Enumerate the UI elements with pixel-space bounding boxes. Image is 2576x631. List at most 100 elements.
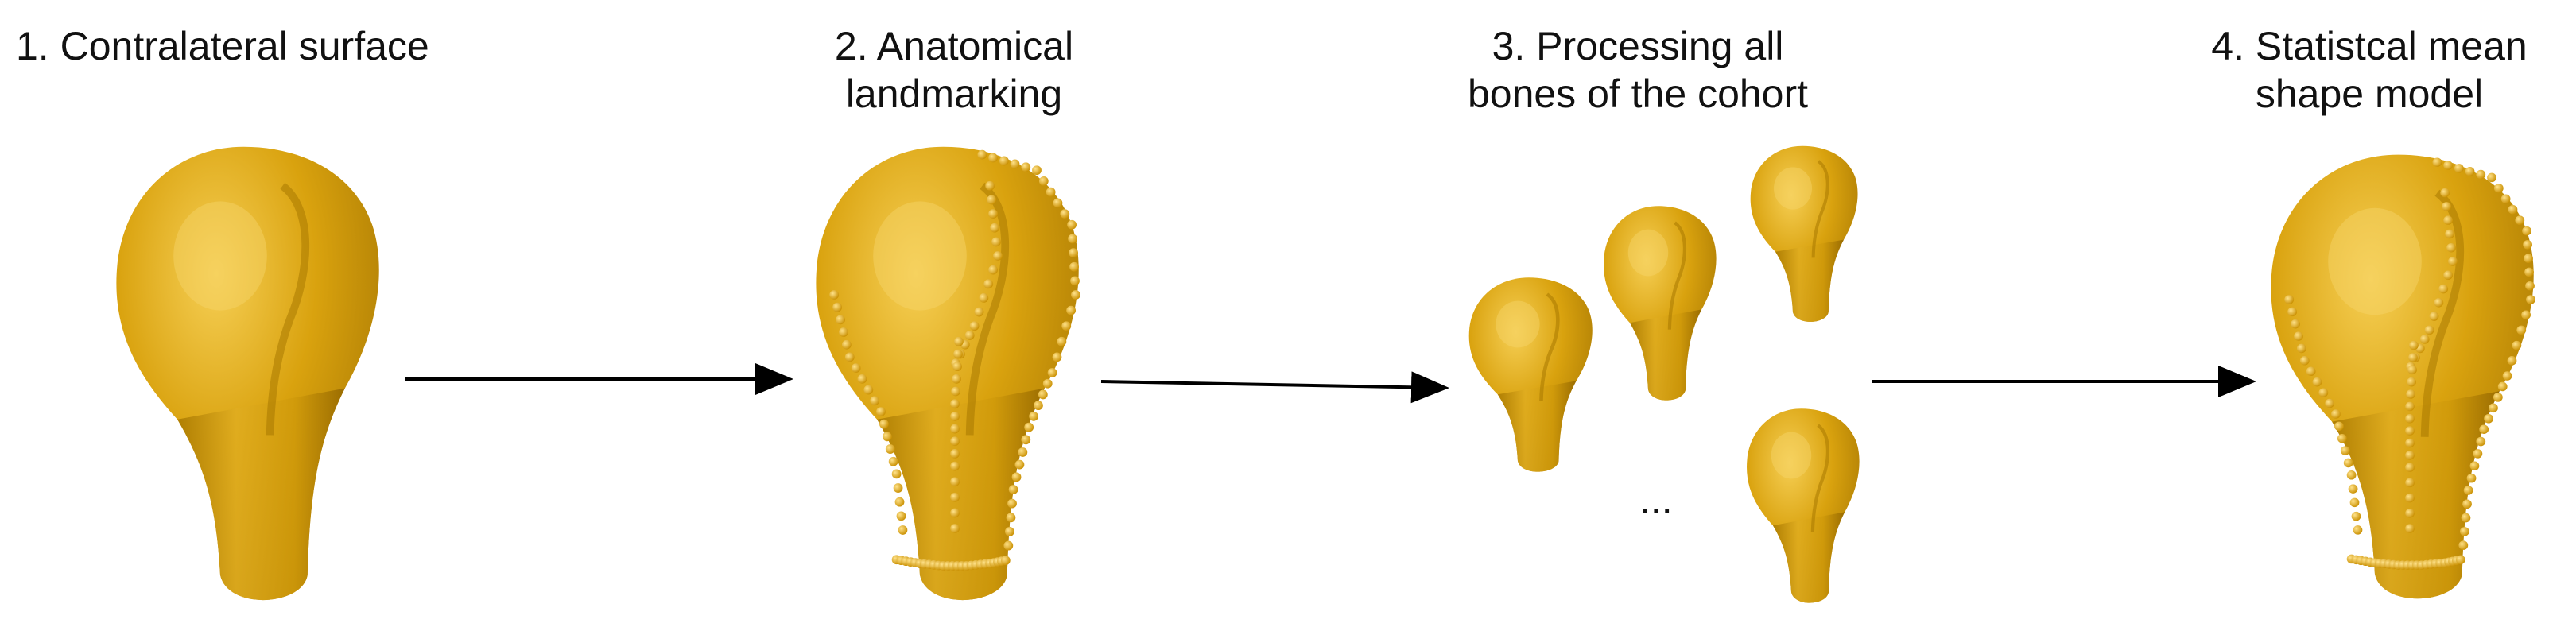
landmark-dot bbox=[2500, 194, 2511, 204]
landmark-dot bbox=[2526, 295, 2535, 304]
landmark-dot bbox=[2446, 242, 2456, 253]
landmark-dot bbox=[2349, 497, 2360, 508]
landmark-dot bbox=[1046, 187, 1056, 197]
landmark-dot bbox=[2507, 356, 2517, 366]
landmark-dot bbox=[1032, 165, 1042, 176]
step-2-bone bbox=[816, 147, 1080, 600]
landmark-dot bbox=[950, 412, 960, 421]
landmark-dot bbox=[2455, 555, 2465, 565]
landmark-dot bbox=[950, 461, 960, 471]
landmark-dot bbox=[1069, 248, 1078, 257]
landmark-dot bbox=[999, 156, 1009, 166]
landmark-dot bbox=[1034, 401, 1043, 411]
landmark-dot bbox=[1052, 352, 1062, 362]
landmark-dot bbox=[2340, 446, 2350, 455]
landmark-dot bbox=[844, 352, 855, 362]
landmark-dot bbox=[2522, 226, 2531, 236]
landmark-dot bbox=[2299, 356, 2310, 366]
landmark-dot bbox=[2461, 513, 2471, 523]
landmark-dot bbox=[950, 449, 960, 459]
landmark-dot bbox=[2515, 215, 2525, 225]
landmark-dot bbox=[1067, 219, 1077, 230]
landmark-dot bbox=[2458, 540, 2469, 550]
landmark-dot bbox=[839, 327, 848, 337]
landmark-dot bbox=[2294, 331, 2303, 341]
landmark-dot bbox=[969, 321, 980, 331]
step-3-title-line1: 3. Processing all bbox=[1492, 24, 1784, 68]
landmark-dot bbox=[2466, 473, 2477, 483]
landmark-dot bbox=[988, 153, 998, 163]
landmark-dot bbox=[1007, 498, 1017, 509]
landmark-dot bbox=[1071, 290, 1080, 300]
landmark-dot bbox=[2508, 204, 2518, 215]
landmark-dot bbox=[977, 149, 987, 160]
landmark-dot bbox=[1057, 336, 1067, 346]
landmark-dot bbox=[2448, 257, 2458, 266]
landmark-dot bbox=[836, 315, 845, 325]
landmark-dot bbox=[1011, 472, 1022, 482]
cohort-bone-1 bbox=[1469, 277, 1593, 471]
landmark-dot bbox=[2463, 486, 2473, 495]
landmark-dot bbox=[829, 290, 840, 300]
step-1-title-line1: 1. Contralateral surface bbox=[16, 24, 429, 68]
landmark-dot bbox=[2524, 254, 2533, 263]
landmark-dot bbox=[2337, 433, 2347, 443]
landmark-dots bbox=[829, 149, 1080, 571]
landmark-dot bbox=[950, 508, 960, 518]
landmark-dot bbox=[1018, 447, 1028, 457]
landmark-dot bbox=[2419, 335, 2430, 344]
landmark-dot bbox=[2493, 184, 2504, 193]
landmark-dot bbox=[2407, 377, 2416, 387]
landmark-dot bbox=[2465, 166, 2475, 176]
landmark-dot bbox=[2325, 398, 2335, 408]
landmark-dot bbox=[2525, 281, 2535, 291]
landmark-dot bbox=[991, 237, 1001, 247]
landmark-dot bbox=[2405, 509, 2415, 518]
landmark-dot bbox=[1060, 209, 1070, 219]
landmark-dot bbox=[2424, 325, 2434, 335]
landmark-dot bbox=[2406, 389, 2415, 399]
landmark-dot bbox=[951, 386, 960, 397]
landmark-dot bbox=[2348, 484, 2358, 494]
landmark-dot bbox=[964, 331, 975, 340]
landmark-dot bbox=[2407, 365, 2417, 375]
landmark-dot bbox=[2405, 493, 2415, 503]
landmark-dot bbox=[1038, 176, 1049, 186]
landmark-dot bbox=[1068, 234, 1077, 244]
landmark-dot bbox=[2405, 414, 2415, 424]
landmark-dot bbox=[1038, 389, 1048, 400]
landmark-dot bbox=[1066, 305, 1076, 316]
landmark-dot bbox=[1005, 527, 1014, 536]
landmark-dot bbox=[876, 407, 886, 416]
landmark-dot bbox=[2284, 295, 2295, 304]
landmark-dot bbox=[2331, 409, 2341, 419]
landmark-dot bbox=[1021, 435, 1031, 445]
mean-landmark-dots bbox=[2284, 157, 2535, 570]
landmark-dot bbox=[2487, 172, 2496, 183]
landmark-dot bbox=[2318, 388, 2329, 397]
landmark-dot bbox=[2405, 463, 2415, 472]
landmark-dot bbox=[893, 483, 903, 493]
landmark-dot bbox=[863, 385, 874, 395]
step-2-title-line2: landmarking bbox=[845, 72, 1063, 116]
landmark-dot bbox=[2434, 298, 2444, 308]
landmark-dot bbox=[954, 336, 964, 346]
landmark-dot bbox=[2429, 312, 2439, 321]
landmark-dot bbox=[2351, 511, 2361, 521]
landmark-dot bbox=[2523, 240, 2532, 250]
landmark-dot bbox=[894, 497, 905, 507]
landmark-dot bbox=[2460, 527, 2469, 536]
landmark-dot bbox=[2346, 470, 2357, 480]
landmark-dot bbox=[2445, 229, 2454, 239]
landmark-dot bbox=[842, 339, 852, 350]
landmark-dot bbox=[952, 362, 962, 372]
landmark-dot bbox=[2443, 161, 2453, 170]
step-4-title-line2: shape model bbox=[2255, 72, 2484, 116]
arrow-2 bbox=[1100, 371, 1449, 404]
landmark-dot bbox=[1069, 261, 1079, 272]
landmark-dot bbox=[2462, 499, 2472, 509]
landmark-dot bbox=[2454, 164, 2464, 173]
landmark-dot bbox=[1000, 556, 1011, 566]
step-4-title-line1: 4. Statistcal mean bbox=[2211, 24, 2528, 68]
